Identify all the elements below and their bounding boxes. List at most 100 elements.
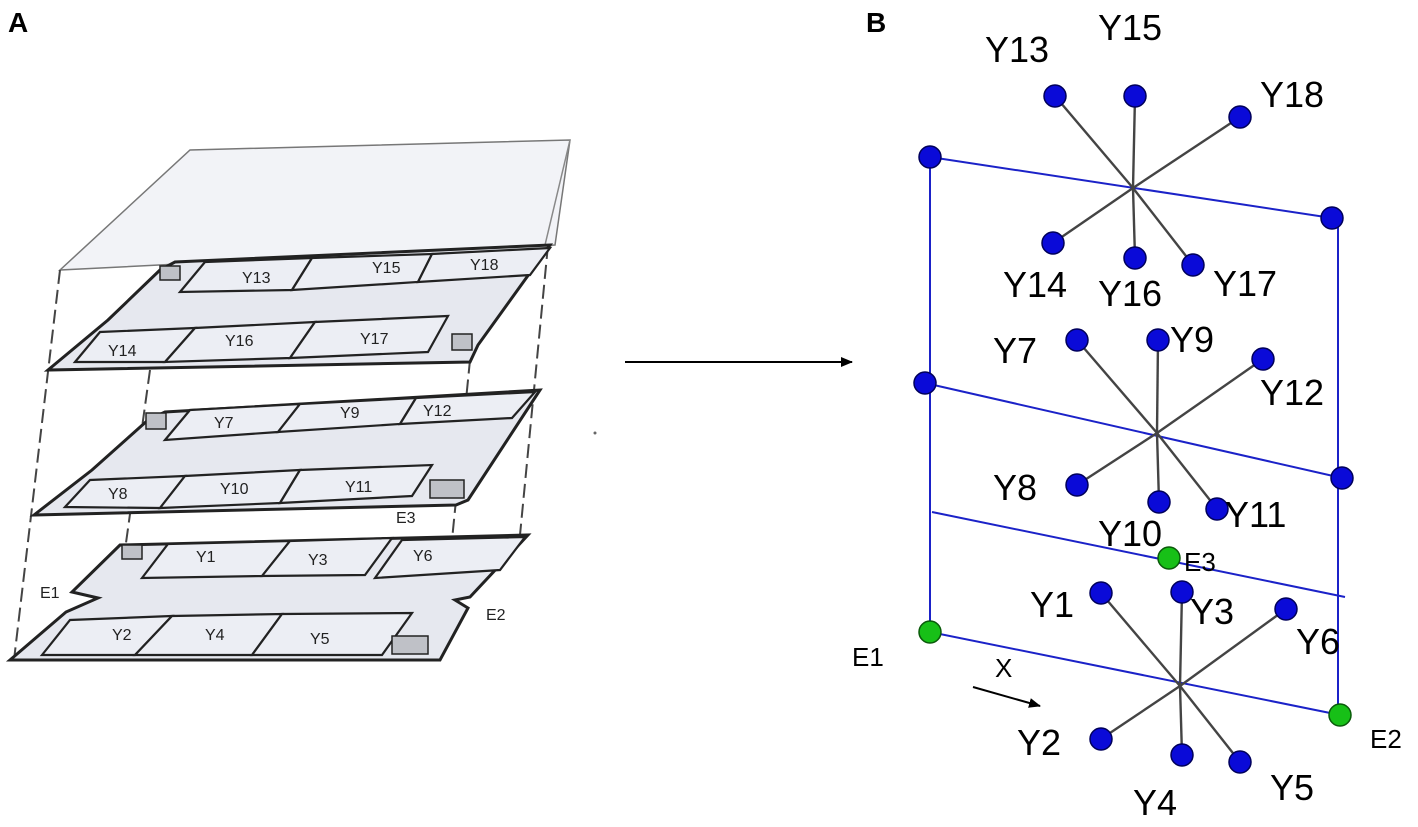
node-e2 bbox=[1328, 703, 1352, 727]
b-label-y16: Y16 bbox=[1098, 273, 1162, 314]
a-label-y13: Y13 bbox=[242, 270, 271, 287]
frame-edge bbox=[544, 139, 571, 246]
a-label-y16: Y16 bbox=[225, 333, 254, 350]
spokes-floor-2 bbox=[1076, 339, 1264, 510]
panel-b: B bbox=[852, 7, 1402, 823]
node-y2 bbox=[1089, 727, 1113, 751]
room-y5 bbox=[249, 611, 415, 657]
b-label-y3: Y3 bbox=[1190, 591, 1234, 632]
floor-1 bbox=[5, 533, 532, 662]
a-label-y1: Y1 bbox=[196, 549, 216, 566]
node-y12 bbox=[1251, 347, 1275, 371]
node-y10 bbox=[1147, 490, 1171, 514]
stair-f3-b bbox=[451, 333, 473, 351]
room-nodes bbox=[1041, 84, 1298, 774]
node-y6 bbox=[1274, 597, 1298, 621]
node-y1 bbox=[1089, 581, 1113, 605]
room-y18 bbox=[416, 246, 553, 284]
panel-b-label: B bbox=[866, 7, 886, 38]
a-label-y10: Y10 bbox=[220, 481, 249, 498]
a-label-y2: Y2 bbox=[112, 627, 132, 644]
node-y4 bbox=[1170, 743, 1194, 767]
b-label-y14: Y14 bbox=[1003, 264, 1067, 305]
b-label-y5: Y5 bbox=[1270, 767, 1314, 808]
room-y6 bbox=[372, 535, 528, 580]
room-y12 bbox=[397, 390, 538, 426]
b-label-y17: Y17 bbox=[1213, 263, 1277, 304]
stair-f2-a bbox=[145, 412, 167, 430]
b-label-y9: Y9 bbox=[1170, 319, 1214, 360]
node-e3 bbox=[1157, 546, 1181, 570]
node-e1 bbox=[918, 620, 942, 644]
node-y3 bbox=[1170, 580, 1194, 604]
x-axis-label: X bbox=[995, 653, 1012, 683]
b-label-e1: E1 bbox=[852, 642, 884, 672]
b-label-y15: Y15 bbox=[1098, 7, 1162, 48]
node-y14 bbox=[1041, 231, 1065, 255]
a-label-y6: Y6 bbox=[413, 548, 433, 565]
b-label-y1: Y1 bbox=[1030, 584, 1074, 625]
a-label-y5: Y5 bbox=[310, 631, 330, 648]
node-y9 bbox=[1146, 328, 1170, 352]
wall-outlines bbox=[924, 156, 1346, 716]
a-label-e3: E3 bbox=[396, 510, 416, 527]
panel-a-label: A bbox=[8, 7, 28, 38]
a-label-y11: Y11 bbox=[345, 479, 372, 496]
b-label-y7: Y7 bbox=[993, 330, 1037, 371]
a-label-y12: Y12 bbox=[423, 403, 452, 420]
b-label-y18: Y18 bbox=[1260, 74, 1324, 115]
node-y15 bbox=[1123, 84, 1147, 108]
floor-3 bbox=[43, 243, 554, 372]
b-label-y11: Y11 bbox=[1225, 494, 1286, 535]
panel-b-node-labels: Y13 Y15 Y18 Y14 Y16 Y17 Y7 Y9 Y12 Y8 Y10… bbox=[852, 7, 1402, 823]
node-y18 bbox=[1228, 105, 1252, 129]
room-y11 bbox=[277, 463, 435, 505]
b-label-e2: E2 bbox=[1370, 724, 1402, 754]
b-label-y6: Y6 bbox=[1296, 621, 1340, 662]
node-y7 bbox=[1065, 328, 1089, 352]
a-label-y9: Y9 bbox=[340, 405, 360, 422]
stray-dot bbox=[593, 431, 597, 435]
a-label-e1: E1 bbox=[40, 585, 60, 602]
a-label-y14: Y14 bbox=[108, 343, 137, 360]
b-label-y12: Y12 bbox=[1260, 372, 1324, 413]
stair-f3-a bbox=[159, 265, 181, 281]
panel-a-room-labels: Y13 Y15 Y18 Y14 Y16 Y17 Y7 Y9 Y12 Y8 Y10… bbox=[40, 257, 506, 648]
corner-node-top-right bbox=[1320, 206, 1344, 230]
panel-a: A bbox=[5, 7, 571, 662]
exit-nodes bbox=[918, 546, 1352, 727]
room-y17 bbox=[287, 314, 450, 360]
b-label-y10: Y10 bbox=[1098, 513, 1162, 554]
corner-nodes bbox=[913, 145, 1354, 490]
a-label-y3: Y3 bbox=[308, 552, 328, 569]
node-y5 bbox=[1228, 750, 1252, 774]
a-label-y17: Y17 bbox=[360, 331, 389, 348]
spokes-floor-3 bbox=[1052, 95, 1241, 266]
stair-f1-a bbox=[121, 544, 143, 560]
a-label-y8: Y8 bbox=[108, 486, 128, 503]
node-y13 bbox=[1043, 84, 1067, 108]
node-y8 bbox=[1065, 473, 1089, 497]
stair-f1-b bbox=[391, 635, 429, 655]
node-y17 bbox=[1181, 253, 1205, 277]
b-label-y13: Y13 bbox=[985, 29, 1049, 70]
corner-node-mid-left bbox=[913, 371, 937, 395]
b-label-y4: Y4 bbox=[1133, 782, 1177, 823]
floor-2 bbox=[29, 388, 543, 517]
a-label-y4: Y4 bbox=[205, 627, 225, 644]
x-direction-arrow bbox=[972, 686, 1041, 708]
a-label-y7: Y7 bbox=[214, 415, 234, 432]
room-y3 bbox=[259, 536, 395, 578]
node-y16 bbox=[1123, 246, 1147, 270]
corner-node-mid-right bbox=[1330, 466, 1354, 490]
stair-f2-b bbox=[429, 479, 465, 499]
a-label-y18: Y18 bbox=[470, 257, 499, 274]
b-label-e3: E3 bbox=[1184, 547, 1216, 577]
node-y11 bbox=[1205, 497, 1229, 521]
corner-node-top-left bbox=[918, 145, 942, 169]
a-label-y15: Y15 bbox=[372, 260, 401, 277]
a-label-e2: E2 bbox=[486, 607, 506, 624]
b-label-y8: Y8 bbox=[993, 467, 1037, 508]
b-label-y2: Y2 bbox=[1017, 722, 1061, 763]
